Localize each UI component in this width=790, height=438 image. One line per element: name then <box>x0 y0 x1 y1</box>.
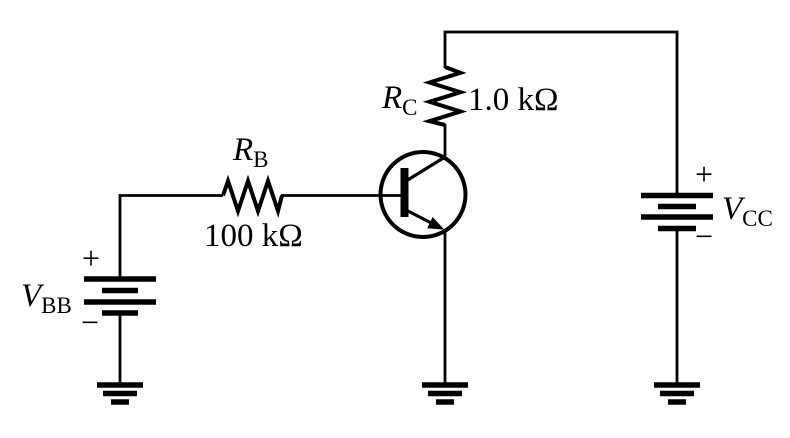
resistor-rb <box>221 174 284 219</box>
rb-label-symbol: R <box>232 132 253 168</box>
vcc-label-symbol: V <box>722 191 746 227</box>
ground-symbol-vcc <box>654 382 700 405</box>
ground-symbol-vbb <box>97 382 143 405</box>
battery-vcc <box>641 192 713 232</box>
wire-collector-top-rail <box>443 30 679 194</box>
ground-symbol-emitter <box>422 382 468 405</box>
vbb-minus-sign: − <box>81 304 99 340</box>
transistor-body-circle <box>378 150 468 239</box>
vcc-label: VCC <box>722 191 773 231</box>
resistor-rc <box>422 65 468 127</box>
vcc-minus-sign: − <box>695 218 713 254</box>
rc-label-subscript: C <box>402 95 417 120</box>
wire-base-left-lead <box>118 194 223 281</box>
transistor-collector-lead <box>405 155 446 183</box>
vcc-plus-sign: + <box>695 156 713 192</box>
rb-value-label: 100 kΩ <box>204 218 303 254</box>
rb-label-subscript: B <box>253 147 268 172</box>
transistor-npn <box>378 150 468 239</box>
vbb-label: VBB <box>21 278 72 318</box>
resistor-rb-zigzag <box>221 174 284 219</box>
resistor-rc-zigzag <box>422 65 468 127</box>
battery-vbb <box>84 276 156 316</box>
rc-label: RC <box>381 80 418 120</box>
rc-value-label: 1.0 kΩ <box>468 82 559 118</box>
vbb-plus-sign: + <box>82 240 100 276</box>
vcc-label-subscript: CC <box>742 206 773 231</box>
transistor-emitter-arrowhead <box>427 217 445 230</box>
vbb-label-symbol: V <box>21 278 45 314</box>
rb-label: RB <box>232 132 269 172</box>
vbb-label-subscript: BB <box>41 293 72 318</box>
rc-label-symbol: R <box>381 80 402 116</box>
